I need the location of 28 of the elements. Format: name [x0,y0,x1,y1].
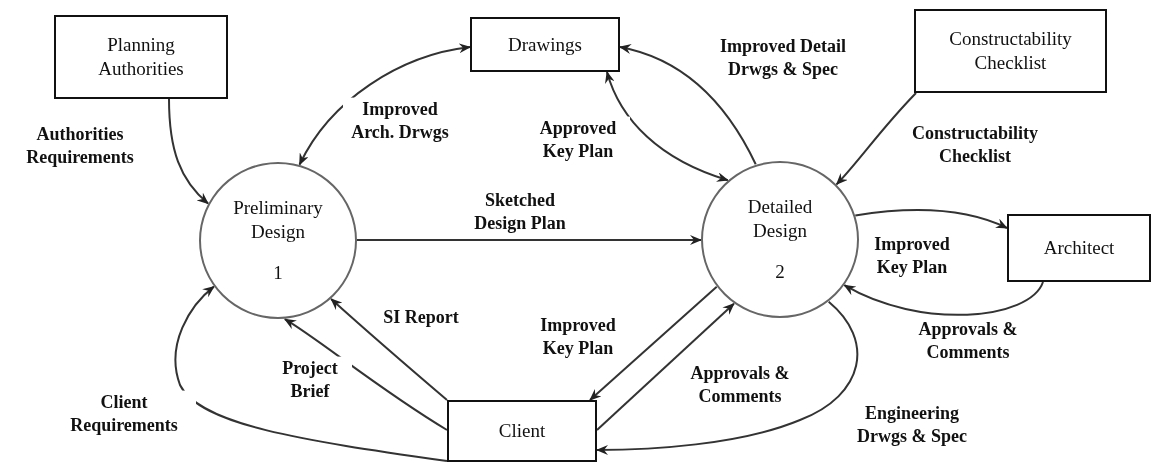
arrow [356,235,702,245]
node-label: Planning Authorities [97,33,185,81]
node-label: Architect [1043,236,1115,260]
entity-box [447,400,597,462]
node-label: Preliminary Design [232,195,324,244]
entity-box [470,17,620,72]
arrow [330,298,448,401]
arrow [854,209,1008,229]
arrow [835,92,917,186]
process-number: 2 [775,260,785,285]
entity-box [54,15,228,99]
process-number: 1 [273,261,283,286]
arrow [619,44,757,166]
arrow [589,285,718,401]
node-label: Detailed Design [746,194,814,243]
arrow [298,43,471,166]
node-label: Constructability Checklist [948,27,1073,75]
node-label: Drawings [508,32,582,57]
arrow [168,98,210,205]
arrow [596,302,735,431]
entity-box [1007,214,1151,282]
entity-box [914,9,1107,93]
node-label: Client [498,419,546,443]
arrow [283,318,448,431]
arrow [843,281,1044,316]
arrow [605,71,729,182]
arrow [596,300,859,455]
arrow [174,285,448,462]
